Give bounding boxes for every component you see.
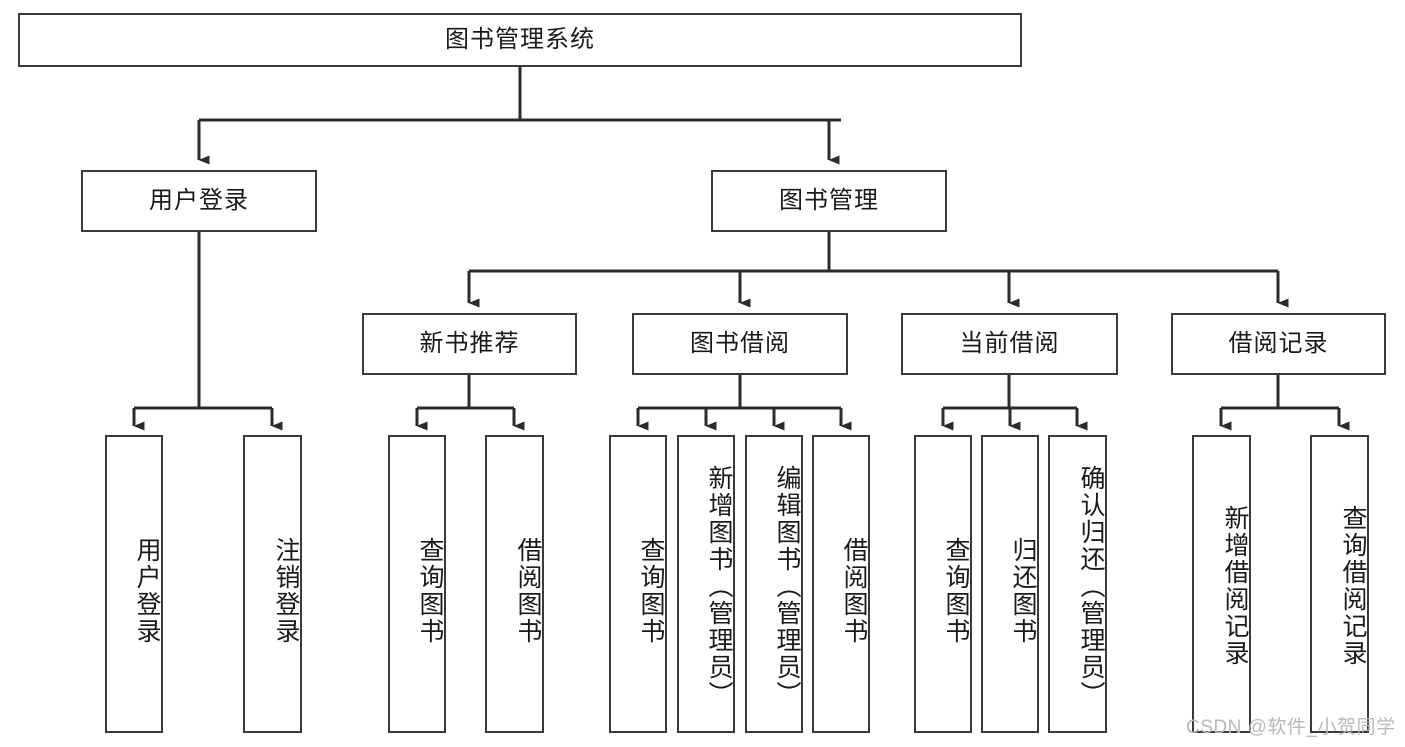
leaf-node-query-book-current[interactable]: 查询图书 — [914, 435, 972, 733]
node-new-book-recommendation[interactable]: 新书推荐 — [362, 313, 577, 375]
node-label: 查询图书 — [942, 537, 970, 645]
node-label: 借阅图书 — [514, 537, 542, 645]
leaf-node-add-borrow-record[interactable]: 新增借阅记录 — [1192, 435, 1251, 733]
node-book-borrowing[interactable]: 图书借阅 — [632, 313, 848, 375]
leaf-node-user-login[interactable]: 用户登录 — [105, 435, 163, 733]
leaf-node-borrow-book[interactable]: 借阅图书 — [812, 435, 870, 733]
node-label: 确认归还（管理员） — [1077, 464, 1105, 708]
leaf-node-query-borrow-record[interactable]: 查询借阅记录 — [1310, 435, 1369, 733]
node-label: 图书借阅 — [690, 330, 790, 358]
leaf-node-query-book-borrowing[interactable]: 查询图书 — [609, 435, 667, 733]
leaf-node-confirm-return-admin[interactable]: 确认归还（管理员） — [1048, 435, 1107, 733]
node-label: 借阅图书 — [840, 537, 868, 645]
node-label: 查询借阅记录 — [1339, 505, 1367, 667]
node-label: 图书管理 — [779, 187, 879, 215]
leaf-node-edit-book-admin[interactable]: 编辑图书（管理员） — [745, 435, 803, 733]
leaf-node-borrow-book-recommend[interactable]: 借阅图书 — [485, 435, 544, 733]
node-label: 查询图书 — [416, 537, 444, 645]
node-current-borrowing[interactable]: 当前借阅 — [901, 313, 1118, 375]
node-label: 新书推荐 — [419, 330, 520, 358]
leaf-node-return-book[interactable]: 归还图书 — [981, 435, 1039, 733]
node-label: 查询图书 — [637, 537, 665, 645]
leaf-node-query-book-recommend[interactable]: 查询图书 — [388, 435, 446, 733]
node-label: 归还图书 — [1009, 537, 1037, 645]
csdn-watermark: CSDN @软件_小贺同学 — [1186, 717, 1396, 738]
node-label: 当前借阅 — [959, 330, 1060, 358]
node-label: 新增图书（管理员） — [705, 464, 733, 708]
node-borrowing-record[interactable]: 借阅记录 — [1171, 313, 1386, 375]
node-label: 注销登录 — [272, 537, 300, 645]
node-label: 图书管理系统 — [445, 26, 595, 54]
leaf-node-logout[interactable]: 注销登录 — [243, 435, 302, 733]
node-root-system[interactable]: 图书管理系统 — [18, 13, 1022, 67]
node-label: 新增借阅记录 — [1221, 505, 1249, 667]
node-label: 用户登录 — [133, 537, 161, 645]
node-label: 借阅记录 — [1228, 330, 1329, 358]
node-book-management[interactable]: 图书管理 — [711, 170, 947, 232]
node-label: 编辑图书（管理员） — [773, 464, 801, 708]
node-user-login[interactable]: 用户登录 — [81, 170, 317, 232]
node-label: 用户登录 — [149, 187, 249, 215]
leaf-node-add-book-admin[interactable]: 新增图书（管理员） — [677, 435, 735, 733]
